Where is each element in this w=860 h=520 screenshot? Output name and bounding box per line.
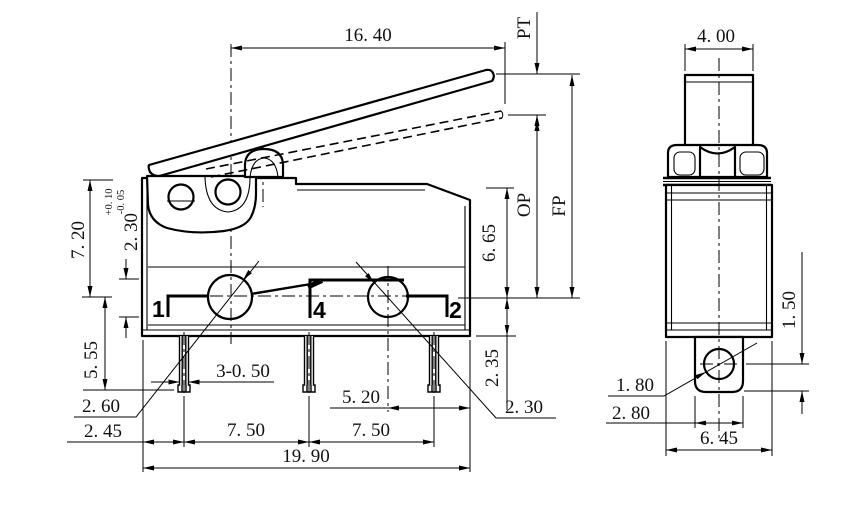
terminal-2-label: 2 — [449, 297, 462, 323]
dim-tol-main-text: 2. 30 — [121, 213, 142, 251]
pivot-pocket-arc — [204, 176, 251, 213]
lever-pressed-tip — [500, 110, 504, 119]
dim-hole-dia-text: 1. 80 — [616, 375, 654, 396]
dim-overall-text: 19. 90 — [282, 446, 330, 467]
side-body-inner-lines — [666, 186, 772, 331]
terminal2-conductor — [406, 294, 449, 317]
plunger-dome — [243, 147, 285, 179]
front-view: 1 4 2 — [67, 12, 580, 472]
dim-top-to-center-text: 6. 65 — [479, 224, 500, 262]
dim-contact-left-text: 2. 60 — [82, 396, 120, 417]
side-centerlines — [700, 58, 741, 441]
dim-pin-width-text: 3-0. 50 — [216, 361, 270, 382]
dimension-lines-front — [67, 12, 575, 471]
pivot-hole-right — [214, 178, 242, 206]
blade-contact-pad — [306, 278, 324, 290]
dim-height-text: 7. 20 — [68, 221, 89, 259]
pivot-hole-left — [167, 183, 195, 211]
label-pt-text: PT — [514, 17, 535, 40]
collar-pocket-right — [739, 151, 765, 176]
dim-tol-minus-text: -0. 05 — [116, 190, 127, 215]
label-op-text: OP — [514, 193, 535, 217]
extension-lines-front — [82, 42, 580, 472]
moving-blade — [250, 281, 318, 296]
dim-tab-width-text: 2. 80 — [612, 403, 650, 424]
dim-center-to-tip-text: 5. 55 — [81, 341, 102, 379]
terminal1-conductor — [166, 294, 209, 317]
extension-lines-side — [665, 44, 809, 456]
side-view: 4. 00 1. 50 1. 80 2. 80 6. 45 — [606, 26, 809, 456]
lever-arm — [147, 68, 495, 178]
dim-pitch-a-text: 7. 50 — [227, 420, 265, 441]
dim-center-to-edge-text: 5. 20 — [342, 387, 380, 408]
lever-pressed-dashed — [205, 110, 503, 178]
switch-body-inner-lines — [143, 184, 469, 331]
hinge-boss — [145, 174, 258, 234]
terminal-4-label: 4 — [313, 297, 326, 323]
collar-pocket-left — [673, 151, 696, 176]
label-fp-text: FP — [549, 195, 570, 216]
dim-contact-right-text: 2. 30 — [505, 397, 543, 418]
dim-body-depth-text: 6. 45 — [700, 428, 738, 449]
dim-lever-length-text: 16. 40 — [344, 25, 392, 46]
terminal-1-label: 1 — [152, 296, 165, 322]
dim-hole-to-bottom-text: 1. 50 — [779, 291, 800, 329]
dim-tol-plus-text: +0. 10 — [104, 189, 115, 216]
dim-plunger-width-text: 4. 00 — [697, 26, 735, 47]
dim-edge-to-pin-text: 2. 45 — [84, 421, 122, 442]
plunger-seat — [698, 145, 737, 179]
dim-pitch-b-text: 7. 50 — [352, 420, 390, 441]
dimension-lines-side — [606, 46, 805, 453]
dim-center-to-bottom-text: 2. 35 — [482, 349, 503, 387]
